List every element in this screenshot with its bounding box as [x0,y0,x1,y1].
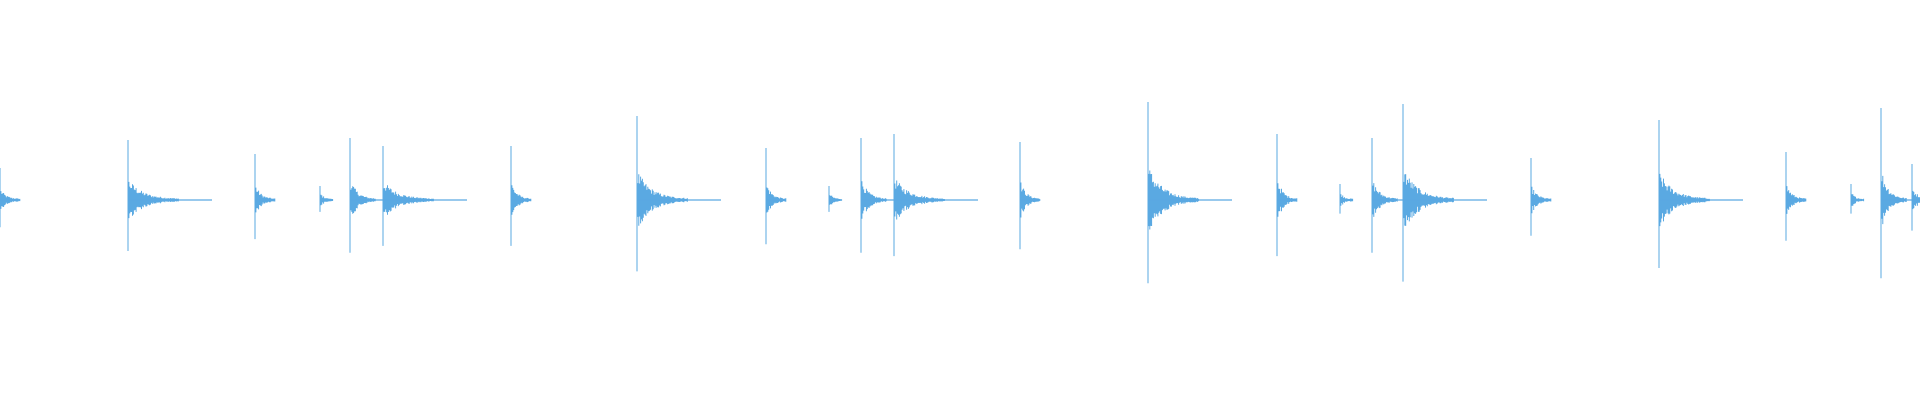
waveform-hit [1147,102,1199,284]
waveform-hit [254,154,276,240]
waveform-hit [1339,184,1354,214]
waveform-hit [828,186,843,212]
waveform-hit [893,134,945,257]
waveform-hit [1658,120,1710,268]
waveform-hit [860,138,887,253]
waveform-hit [382,146,434,246]
waveform-hit [1402,104,1454,282]
waveform-hit [1850,184,1865,214]
waveform-hit [319,186,334,212]
waveform-hit [127,140,179,251]
waveform-hit [1530,158,1552,236]
waveform-hit [636,116,688,272]
waveform-hit [1371,138,1398,253]
waveform-hit [1019,142,1041,250]
waveform-hit [349,138,376,253]
waveform-hit [510,146,532,246]
waveform-hit [1911,164,1920,231]
waveform-hit [1785,152,1807,241]
waveform-hit [0,168,21,228]
waveform-hit [765,148,787,245]
waveform-hit [1880,108,1907,279]
waveform-trace [0,102,1920,284]
waveform-hit [1276,134,1298,257]
